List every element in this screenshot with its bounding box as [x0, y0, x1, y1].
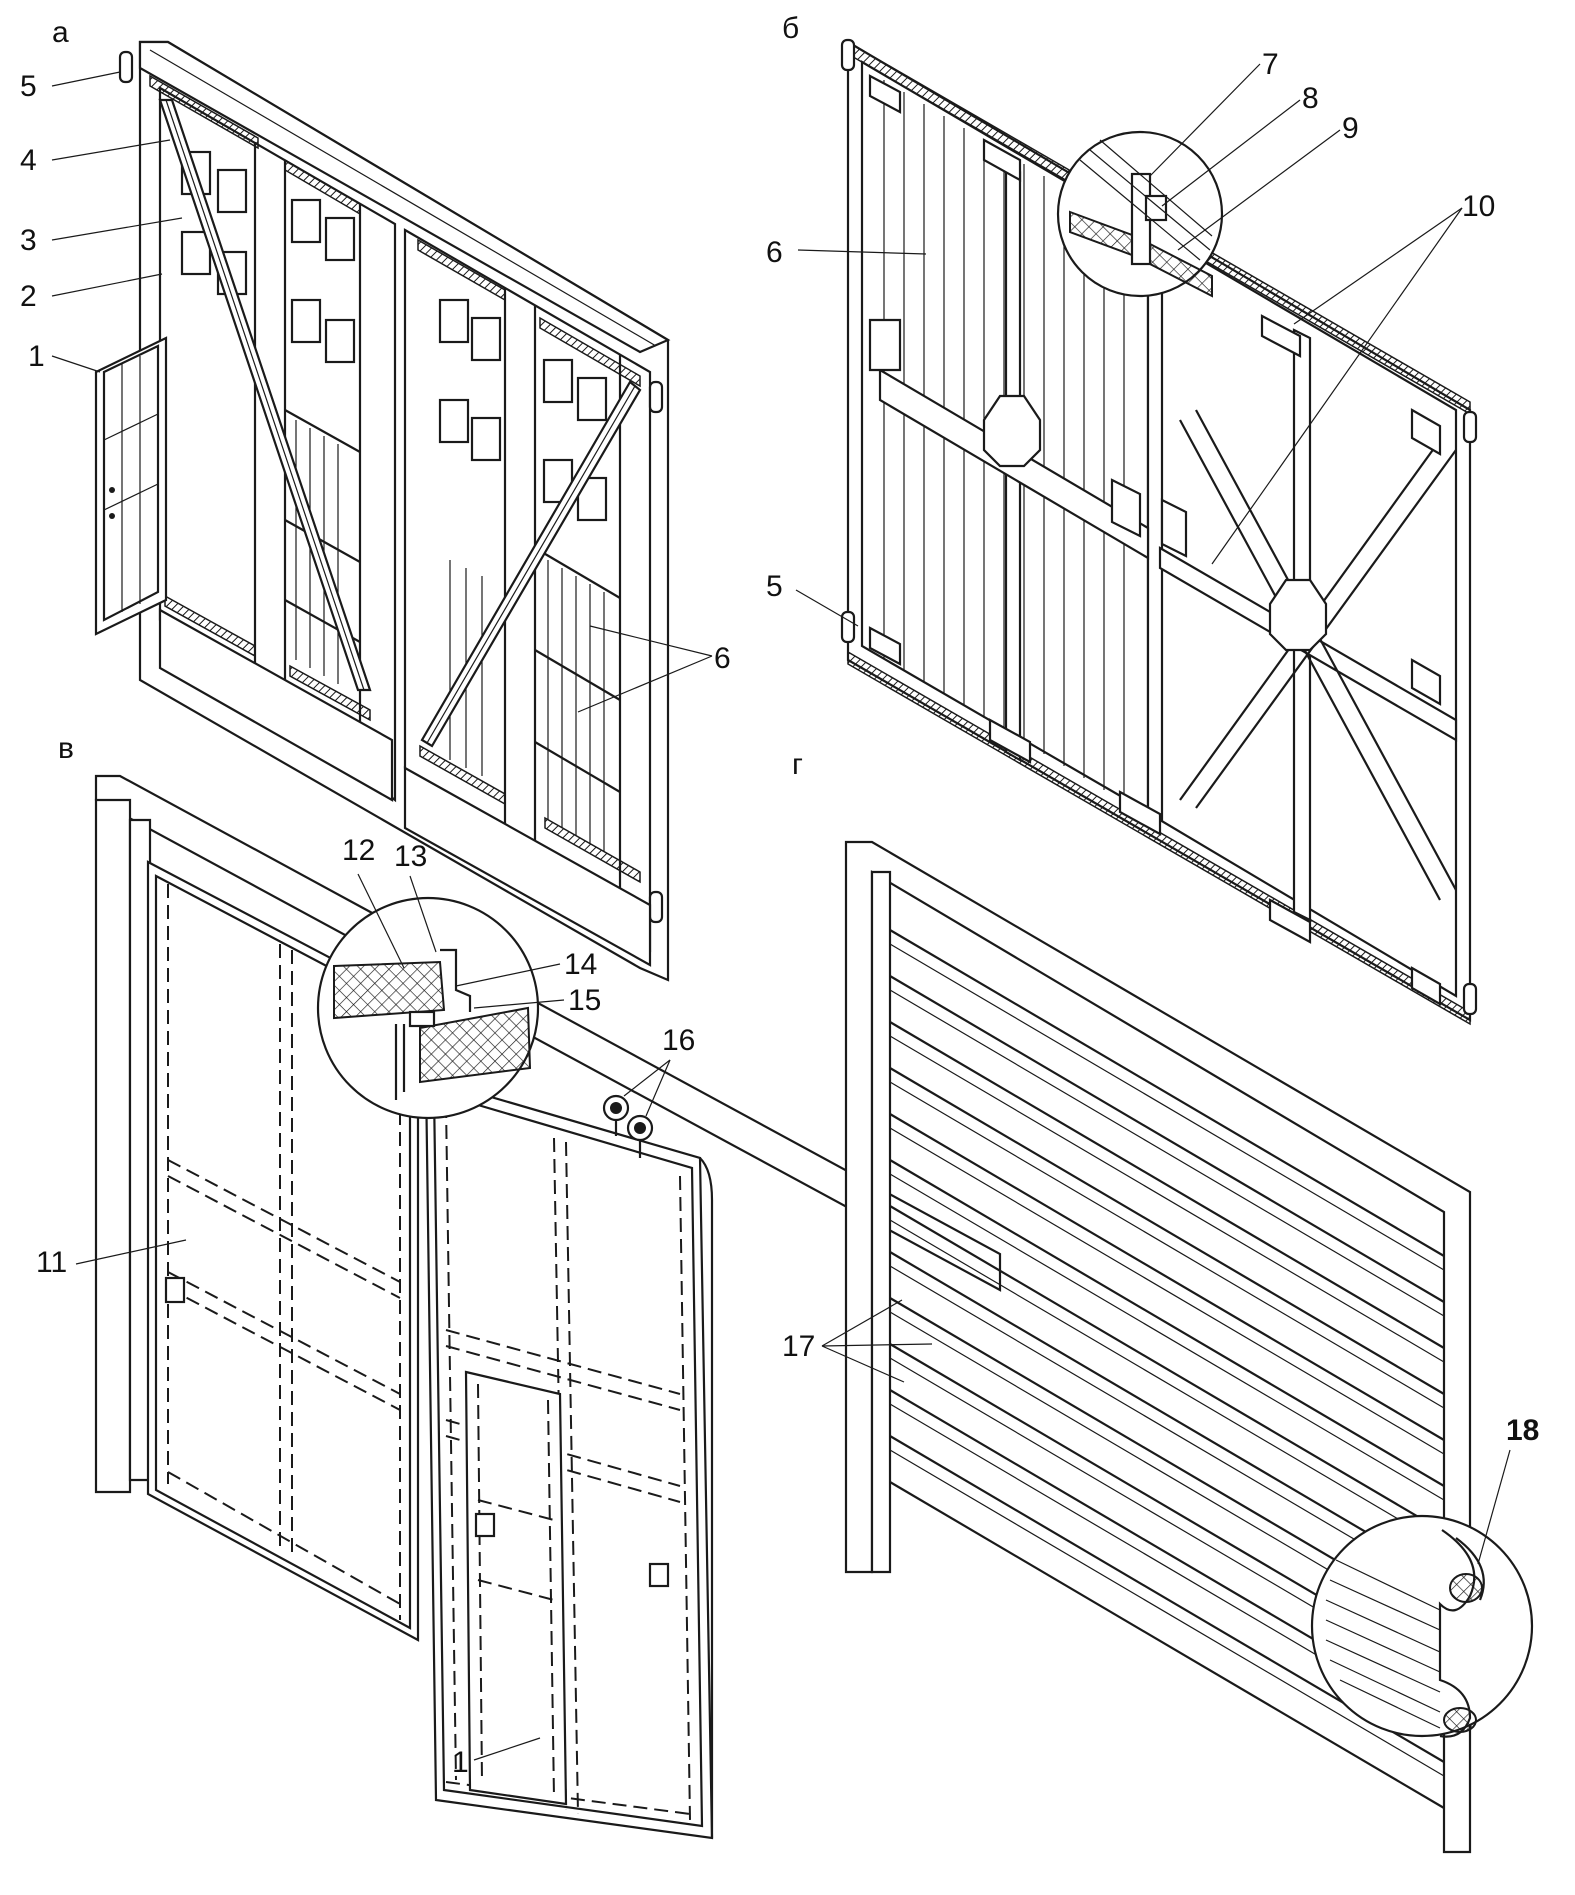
panel-a-braces: [158, 98, 642, 748]
panel-a-letter: а: [52, 16, 69, 49]
label-17-d: 17: [782, 1330, 815, 1363]
panel-d-roller-shutter: [821, 840, 1534, 1854]
label-6-a: 6: [714, 642, 731, 675]
label-10-b: 10: [1462, 190, 1495, 223]
label-8-b: 8: [1302, 82, 1319, 115]
panel-c-left-dashes: [167, 884, 401, 1620]
panel-d-letter: г: [792, 748, 803, 781]
label-6-b: 6: [766, 236, 783, 269]
labels: а 5 4 3 2 1 6 б 7 8 9 10 6 5 в 12 13 14 …: [20, 12, 1539, 1779]
panel-b-detail-circle: [1056, 130, 1224, 298]
label-15-c: 15: [568, 984, 601, 1017]
panel-c-wicket-door: [464, 1370, 670, 1806]
label-5-b: 5: [766, 570, 783, 603]
panel-a-hinges: [118, 50, 664, 924]
panel-c-leaders: [75, 873, 671, 1761]
panel-c-rollers: [602, 1094, 654, 1158]
label-16-c: 16: [662, 1024, 695, 1057]
panel-a-leaders: [51, 71, 713, 713]
label-1-c: 1: [452, 1746, 469, 1779]
label-14-c: 14: [564, 948, 597, 981]
label-1-a: 1: [28, 340, 45, 373]
panel-a-wicket-door: [94, 336, 168, 636]
panel-b-hinges: [840, 38, 1478, 1016]
panel-a-timber-gates: [51, 40, 713, 982]
label-9-b: 9: [1342, 112, 1359, 145]
label-11-c: 11: [36, 1246, 67, 1279]
panel-d-detail-circle: [1310, 1514, 1534, 1738]
panel-b-gussets: [868, 74, 1442, 1006]
label-13-c: 13: [394, 840, 427, 873]
label-7-b: 7: [1262, 48, 1279, 81]
label-2-a: 2: [20, 280, 37, 313]
label-12-c: 12: [342, 834, 375, 867]
panel-a-straps: [149, 74, 641, 884]
panel-b-letter: б: [782, 12, 799, 45]
label-4-a: 4: [20, 144, 37, 177]
label-3-a: 3: [20, 224, 37, 257]
panel-b-steel-gates: [795, 38, 1478, 1026]
label-18-d: 18: [1506, 1414, 1539, 1447]
label-5-a: 5: [20, 70, 37, 103]
panel-d-leaders: [821, 1299, 1511, 1565]
panel-c-letter: в: [58, 732, 74, 765]
panel-c-panel-gates: [75, 774, 1002, 1840]
panel-b-leaders: [795, 63, 1463, 627]
panel-c-detail-circle: [316, 896, 540, 1120]
